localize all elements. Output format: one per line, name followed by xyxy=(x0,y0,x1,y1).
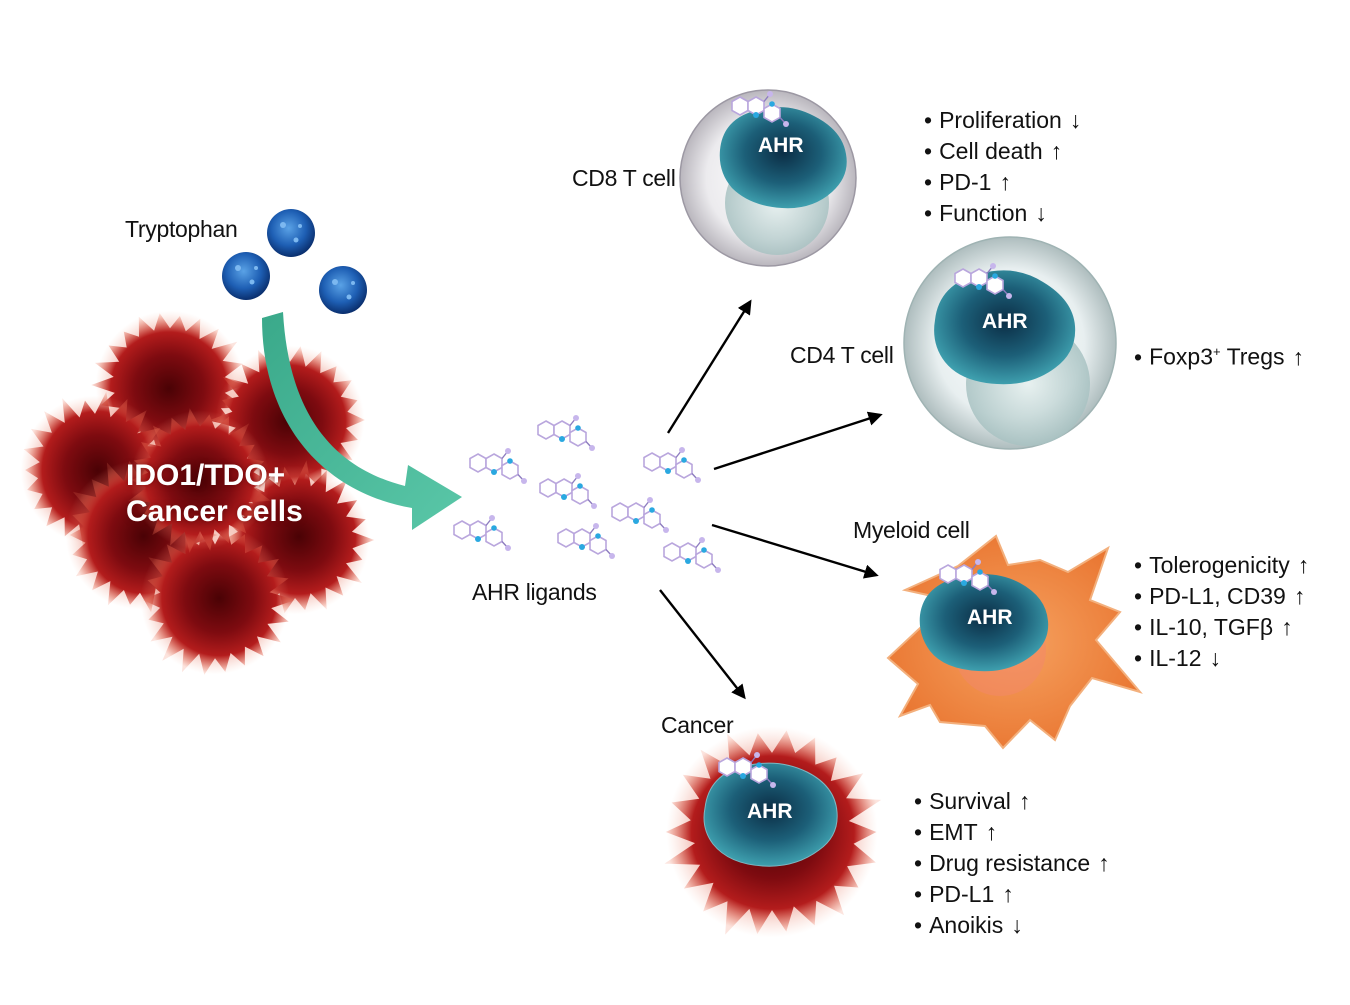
cancer-effects-list: Survival ↑ EMT ↑ Drug resistance ↑ PD-L1 ↑ Anoik… xyxy=(914,786,1110,941)
ahr-ligands-label: AHR ligands xyxy=(472,579,597,605)
cancer-effect-item: Anoikis ↓ xyxy=(914,910,1110,941)
arrow-down-icon: ↓ xyxy=(1069,107,1082,133)
cd8-t-cell xyxy=(679,89,857,267)
cancer-effect-text: Drug resistance xyxy=(929,850,1091,876)
cancer-label: Cancer xyxy=(661,712,734,738)
cd8-effect-text: Proliferation xyxy=(939,107,1062,133)
myeloid-effect-text: Tolerogenicity xyxy=(1149,552,1290,578)
arrow-down-icon: ↓ xyxy=(1035,200,1047,226)
source-cells-label: IDO1/TDO+ Cancer cells xyxy=(126,458,303,530)
ahr-ligand-molecule-icon xyxy=(611,496,670,534)
cd4-effect-item: Foxp3+ Tregs ↑ xyxy=(1134,336,1304,373)
myeloid-effect-item: Tolerogenicity ↑ xyxy=(1134,550,1309,581)
cancer-ahr-label: AHR xyxy=(747,800,793,823)
cancer-effect-text: Anoikis xyxy=(929,912,1004,938)
ahr-ligand-molecule-icon xyxy=(469,447,528,485)
cd4-effect-text: Foxp3 xyxy=(1149,343,1213,370)
cd8-effect-text: Function xyxy=(939,200,1028,226)
arrow-up-icon: ↑ xyxy=(1292,343,1305,370)
myeloid-effect-text: PD-L1, CD39 xyxy=(1149,583,1286,609)
pathway-arrows xyxy=(659,299,883,700)
myeloid-cell-label: Myeloid cell xyxy=(853,517,970,543)
arrow-up-icon: ↑ xyxy=(1281,614,1293,640)
cancer-effect-item: PD-L1 ↑ xyxy=(914,879,1110,910)
ahr-ligand-molecule-icon xyxy=(557,522,616,560)
arrow-up-icon: ↑ xyxy=(1297,552,1310,578)
arrow-to-cancer xyxy=(659,589,746,700)
arrow-up-icon: ↑ xyxy=(999,169,1011,195)
myeloid-cell xyxy=(886,534,1143,750)
arrow-down-icon: ↓ xyxy=(1209,645,1222,671)
arrow-up-icon: ↑ xyxy=(1293,583,1306,609)
ahr-ligand-molecule-icon xyxy=(539,472,598,510)
arrow-to-myeloid xyxy=(711,523,879,579)
arrow-up-icon: ↑ xyxy=(1018,788,1031,814)
cd8-effect-item: PD-1 ↑ xyxy=(924,167,1081,198)
arrow-up-icon: ↑ xyxy=(985,819,998,845)
tumor-cell xyxy=(128,408,271,553)
arrow-up-icon: ↑ xyxy=(1002,881,1014,907)
myeloid-effect-item: PD-L1, CD39 ↑ xyxy=(1134,581,1309,612)
cancer-effect-text: PD-L1 xyxy=(929,881,995,907)
ahr-ligand-molecule-icon xyxy=(537,414,596,452)
myeloid-effect-item: IL-12 ↓ xyxy=(1134,643,1309,674)
myeloid-ahr-label: AHR xyxy=(967,606,1013,629)
arrow-down-icon: ↓ xyxy=(1011,912,1023,938)
cancer-effect-item: Drug resistance ↑ xyxy=(914,848,1110,879)
cancer-effect-text: Survival xyxy=(929,788,1011,814)
conversion-arrow xyxy=(262,312,462,530)
myeloid-effect-item: IL-10, TGFβ ↑ xyxy=(1134,612,1309,643)
cd4-effect-superscript: + xyxy=(1213,344,1221,359)
tryptophan-molecule-icon xyxy=(319,266,367,314)
myeloid-effect-text: IL-12 xyxy=(1149,645,1202,671)
cancer-effect-item: Survival ↑ xyxy=(914,786,1110,817)
target-cancer-cell xyxy=(664,726,882,938)
tryptophan-label: Tryptophan xyxy=(125,216,238,242)
arrow-up-icon: ↑ xyxy=(1050,138,1063,164)
source-cells-line2: Cancer cells xyxy=(126,495,303,528)
cd8-effect-item: Function ↓ xyxy=(924,198,1081,229)
cd8-effect-item: Cell death ↑ xyxy=(924,136,1081,167)
cd4-ahr-label: AHR xyxy=(982,310,1028,333)
tryptophan-molecules xyxy=(222,209,367,314)
cd8-effect-item: Proliferation ↓ xyxy=(924,105,1081,136)
cd8-effects-list: Proliferation ↓ Cell death ↑ PD-1 ↑ Function ↓ xyxy=(924,105,1081,229)
source-cells-line1: IDO1/TDO+ xyxy=(126,459,286,492)
ahr-ligands-group xyxy=(453,414,722,574)
ahr-ligand-molecule-icon xyxy=(663,536,722,574)
cd4-t-cell xyxy=(903,236,1117,450)
tryptophan-molecule-icon xyxy=(267,209,315,257)
myeloid-effect-text: IL-10, TGFβ xyxy=(1149,614,1274,640)
cd8-effect-text: PD-1 xyxy=(939,169,992,195)
tryptophan-molecule-icon xyxy=(222,252,270,300)
arrow-to-cd4 xyxy=(713,411,883,471)
arrow-to-cd8 xyxy=(666,299,752,434)
cancer-effect-text: EMT xyxy=(929,819,978,845)
cd8-effect-text: Cell death xyxy=(939,138,1043,164)
cd8-t-cell-label: CD8 T cell xyxy=(572,165,676,191)
arrow-up-icon: ↑ xyxy=(1098,850,1110,876)
cancer-effect-item: EMT ↑ xyxy=(914,817,1110,848)
cd4-effect-text-rest: Tregs xyxy=(1220,343,1285,370)
ahr-ligand-molecule-icon xyxy=(453,514,512,552)
cd4-t-cell-label: CD4 T cell xyxy=(790,342,894,368)
myeloid-effects-list: Tolerogenicity↑PD-L1, CD39↑IL-10, TGFβ↑I… xyxy=(1134,550,1309,674)
cd4-effects-list: Foxp3+ Tregs ↑ xyxy=(1134,336,1304,373)
ahr-ligand-molecule-icon xyxy=(643,446,702,484)
cd8-ahr-label: AHR xyxy=(758,134,804,157)
tumor-cell xyxy=(140,521,296,675)
